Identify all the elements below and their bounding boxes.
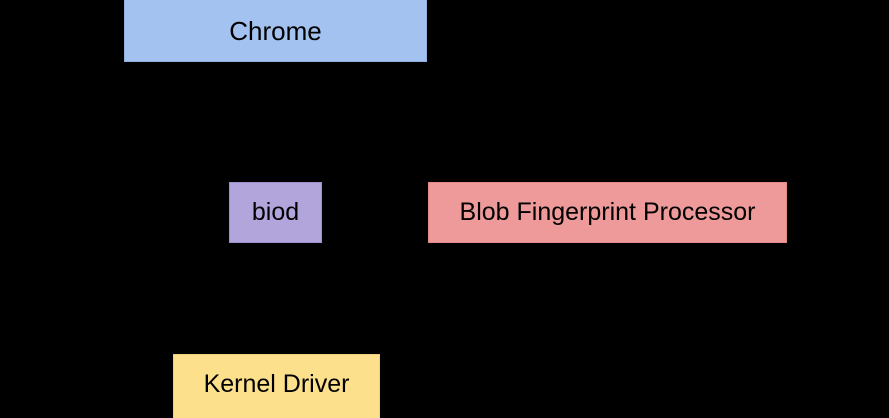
diagram-node-blob-fingerprint-processor[interactable]: Blob Fingerprint Processor (428, 182, 787, 243)
diagram-node-biod[interactable]: biod (229, 182, 322, 243)
diagram-node-chrome-label: Chrome (229, 15, 322, 46)
diagram-node-biod-label: biod (251, 197, 300, 226)
diagram-node-blob-fingerprint-processor-label: Blob Fingerprint Processor (459, 197, 756, 226)
diagram-node-kernel-driver-label: Kernel Driver (203, 370, 350, 399)
diagram-node-kernel-driver[interactable]: Kernel Driver (173, 354, 380, 418)
diagram-node-chrome[interactable]: Chrome (124, 0, 427, 62)
